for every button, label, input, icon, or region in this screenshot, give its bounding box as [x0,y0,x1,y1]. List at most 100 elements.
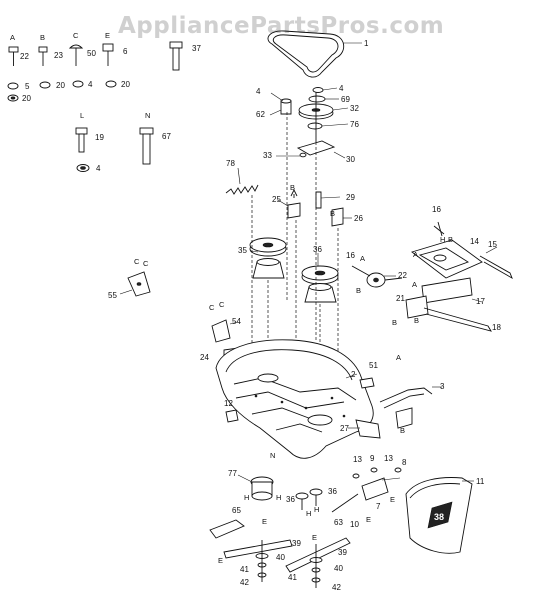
callout: 7 [376,502,381,511]
letter-marker: E [390,495,395,504]
callout: 36 [286,495,295,504]
callout: 63 [334,518,343,527]
lift-linkage [351,221,513,332]
letter-marker: B [392,318,397,327]
callout: 18 [492,323,501,332]
callout: 36 [313,245,322,254]
callout: 27 [340,424,349,433]
letter-marker: N [270,451,275,460]
hardware-number: 5 [25,82,30,91]
letter-marker: C [209,303,215,312]
bolt-b: B 23 [38,33,63,66]
letter-marker: A [396,353,401,362]
letter-marker: C [143,259,149,268]
gauge-link [331,467,402,513]
hardware-letter: B [40,33,45,42]
hardware-number: 6 [123,47,128,56]
spindle-left [249,237,287,279]
bolt-37: 37 [169,41,201,71]
bolt-l: L 19 [75,111,104,153]
hardware-number: 67 [162,132,171,141]
nut-4: 4 [76,164,101,173]
callout: 3 [440,382,445,391]
hub-77 [237,474,274,501]
drive-belt [267,30,362,78]
callout: 2 [351,370,356,379]
hardware-number: 37 [192,44,201,53]
callout: 76 [350,120,359,129]
callout: 24 [200,353,209,362]
callout: 35 [238,246,247,255]
hardware-letter: E [105,31,110,40]
hardware-number: 50 [87,49,96,58]
callout: 78 [226,159,235,168]
letter-marker: H [244,493,249,502]
callout-labels: 1 4 69 62 32 76 33 30 78 25 29 26 16 14 … [108,39,501,592]
bracket-54 [211,319,239,343]
spindle-right [301,253,339,303]
callout: 17 [476,297,485,306]
letter-marker: H [440,235,445,244]
hub-36-pair [295,488,323,510]
letter-marker: C [219,300,225,309]
callout: 69 [341,95,350,104]
part-letter-markers: B B C C C C A B A H B A B B A B N H H E … [134,183,453,565]
callout: 62 [256,110,265,119]
letter-marker: H [314,505,319,514]
hardware-number: 23 [54,51,63,60]
callout: 42 [240,578,249,587]
callout: 12 [224,399,233,408]
hardware-number: 22 [20,52,29,61]
callout: 21 [396,294,405,303]
callout: 16 [432,205,441,214]
callout: 41 [288,573,297,582]
hardware-letter: N [145,111,150,120]
bolt-n: N 67 [139,111,171,165]
hardware-letter: C [73,31,79,40]
callout: 10 [350,520,359,529]
callout: 4 [256,87,261,96]
callout: 26 [354,214,363,223]
callout: 15 [488,240,497,249]
callout: 13 [353,455,362,464]
callout: 25 [272,195,281,204]
svg-text:38: 38 [434,512,444,522]
callout: 14 [470,237,479,246]
letter-marker: A [360,254,365,263]
callout: 42 [332,583,341,592]
letter-marker: B [330,209,335,218]
callout: 13 [384,454,393,463]
spring [225,167,259,195]
nuts-row: 5 20 20 4 20 [7,80,130,103]
bolt-e: E 6 [102,31,128,66]
callout: 39 [292,539,301,548]
callout: 32 [350,104,359,113]
bolt-a: A 22 [8,33,29,66]
letter-marker: A [413,250,418,259]
hardware-number: 4 [96,164,101,173]
callout: 4 [339,84,344,93]
callout: 8 [402,458,407,467]
bracket-55 [119,271,151,297]
letter-marker: E [218,556,223,565]
callout: 77 [228,469,237,478]
callout: 54 [232,317,241,326]
hardware-panel: A 22 B 23 C 50 E 6 37 [7,31,201,173]
callout: 41 [240,565,249,574]
blade-left [209,519,293,582]
letter-marker: E [366,515,371,524]
callout: 22 [398,271,407,280]
hardware-number: 19 [95,133,104,142]
callout: 11 [476,477,485,486]
letter-marker: H [306,509,311,518]
idler-bracket [276,140,346,159]
hardware-letter: L [80,111,84,120]
hardware-number: 20 [121,80,130,89]
letter-marker: B [400,426,405,435]
letter-marker: B [356,286,361,295]
callout: 36 [328,487,337,496]
callout: 30 [346,155,355,164]
letter-marker: B [290,183,295,192]
letter-marker: B [414,316,419,325]
letter-marker: H [276,493,281,502]
